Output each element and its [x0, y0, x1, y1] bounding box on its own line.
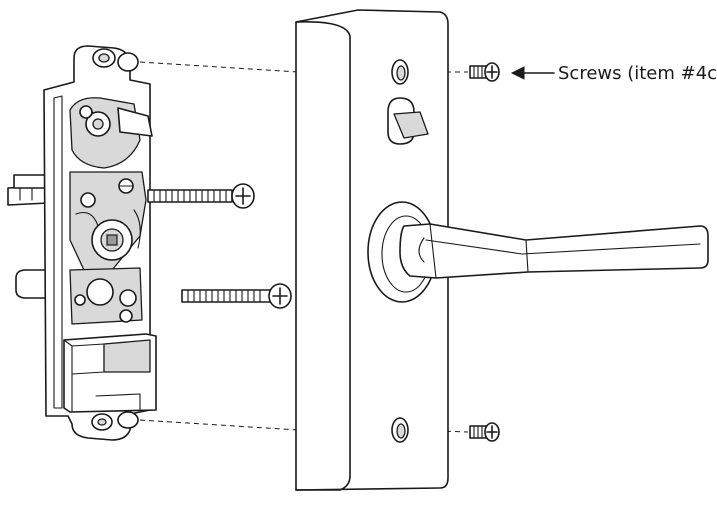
screw-bottom — [469, 422, 500, 442]
lock-chassis — [7, 45, 157, 441]
callout-arrow-icon — [510, 66, 555, 80]
through-bolt-lower — [181, 283, 292, 309]
screw-top — [469, 62, 500, 82]
lever-handle — [399, 223, 709, 279]
through-bolt-upper — [147, 183, 255, 209]
screws-callout-label: Screws (item #4c) — [558, 63, 717, 84]
